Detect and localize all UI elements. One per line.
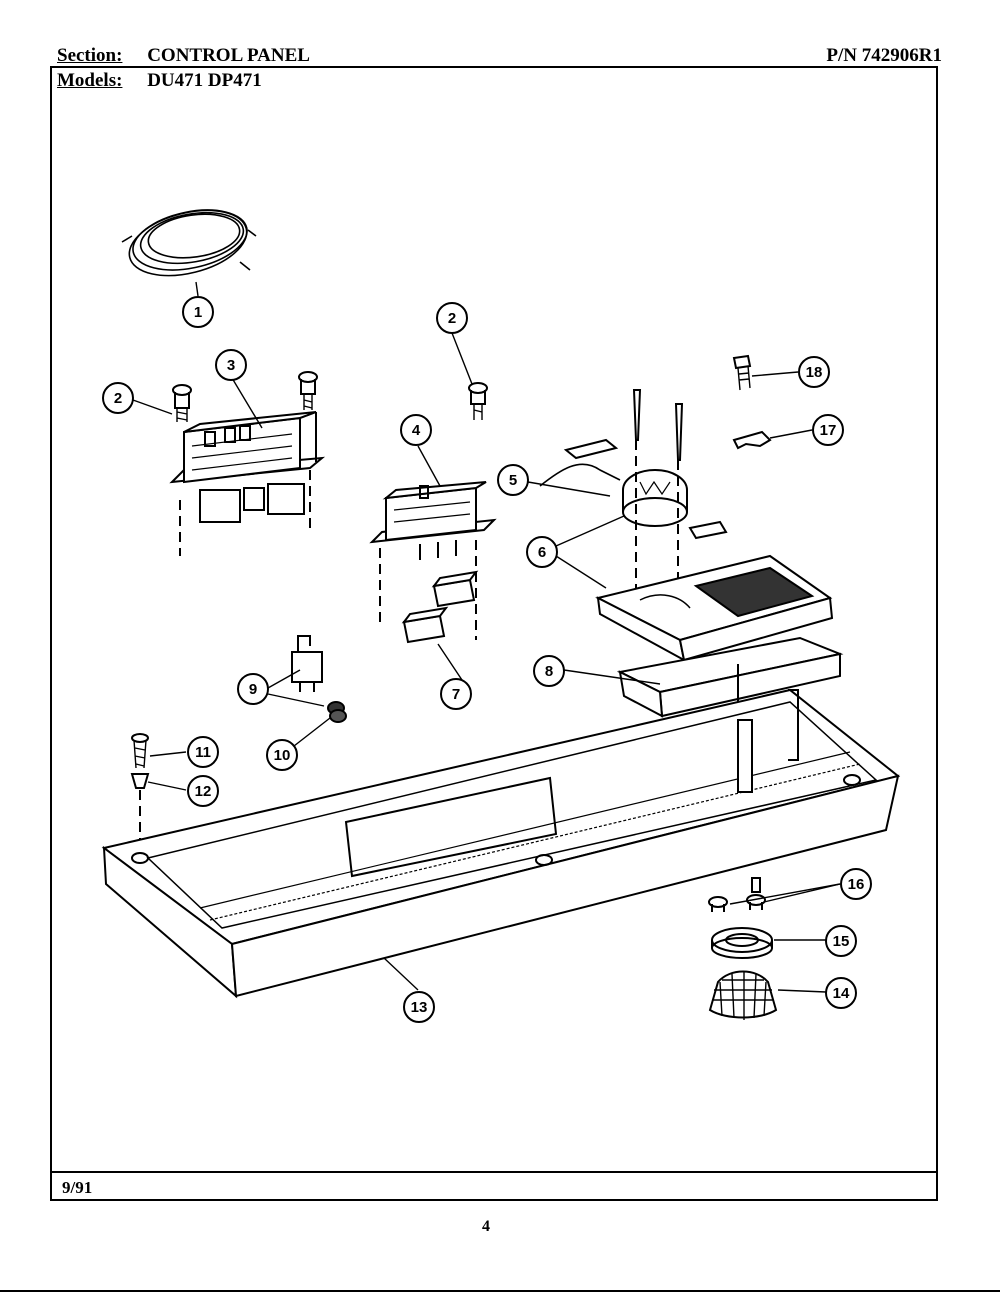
- page-number: 4: [482, 1218, 490, 1235]
- clip-17: [732, 430, 772, 450]
- knob-screws: [708, 877, 766, 912]
- svg-text:2: 2: [114, 390, 122, 407]
- callout-10: 10: [266, 739, 298, 771]
- screw-right: [298, 371, 318, 530]
- svg-text:7: 7: [452, 686, 460, 703]
- models-value: DU471 DP471: [147, 70, 262, 91]
- page-bottom-rule: [0, 1290, 1000, 1292]
- timer-housing: [595, 554, 834, 662]
- revision-date: 9/91: [62, 1178, 93, 1197]
- callout-14: 14: [825, 977, 857, 1009]
- screw-18: [732, 354, 752, 391]
- leader-lines: [132, 281, 841, 993]
- timer-motor: [539, 438, 728, 540]
- svg-text:16: 16: [848, 876, 865, 893]
- svg-text:13: 13: [411, 999, 428, 1016]
- callout-16: 16: [840, 868, 872, 900]
- callout-15: 15: [825, 925, 857, 957]
- screw-middle: [468, 382, 488, 420]
- svg-text:11: 11: [195, 744, 211, 761]
- screw-11: [131, 733, 149, 769]
- callout-9: 9: [237, 673, 269, 705]
- section-label: Section:: [57, 45, 123, 66]
- push-button-blocks: [401, 570, 479, 644]
- small-switch: [291, 635, 323, 692]
- callout-2-left: 2: [102, 382, 134, 414]
- small-spring: [327, 701, 347, 723]
- middle-switch: [369, 481, 497, 640]
- control-knob: [708, 970, 778, 1020]
- callout-13: 13: [403, 991, 435, 1023]
- wire-harness: [121, 209, 257, 277]
- callout-12: 12: [187, 775, 219, 807]
- svg-text:10: 10: [274, 747, 291, 764]
- callout-11: 11: [187, 736, 219, 768]
- svg-text:4: 4: [412, 422, 421, 439]
- callout-8: 8: [533, 655, 565, 687]
- screw-left: [172, 384, 192, 556]
- control-console: [101, 688, 901, 999]
- footer-divider: [50, 1171, 938, 1173]
- svg-text:15: 15: [833, 933, 850, 950]
- callout-2-middle: 2: [436, 302, 468, 334]
- control-panel-bracket: [616, 636, 844, 718]
- svg-text:2: 2: [448, 310, 456, 327]
- part-number: P/N 742906R1: [826, 45, 942, 66]
- svg-text:17: 17: [820, 422, 837, 439]
- models-heading: Models: DU471 DP471: [57, 70, 262, 92]
- callout-6: 6: [526, 536, 558, 568]
- svg-text:12: 12: [195, 783, 212, 800]
- section-heading: Section: CONTROL PANEL: [57, 45, 310, 67]
- svg-text:5: 5: [509, 472, 517, 489]
- svg-text:3: 3: [227, 357, 235, 374]
- knob-insert: [711, 927, 773, 959]
- diagram-frame: [50, 66, 938, 1201]
- section-value: CONTROL PANEL: [147, 45, 310, 66]
- callout-7: 7: [440, 678, 472, 710]
- callout-1: 1: [182, 296, 214, 328]
- callout-17: 17: [812, 414, 844, 446]
- switch-assembly: [169, 411, 326, 523]
- callout-5: 5: [497, 464, 529, 496]
- grommet-12: [130, 773, 150, 840]
- models-label: Models:: [57, 70, 123, 91]
- callout-18: 18: [798, 356, 830, 388]
- callout-3: 3: [215, 349, 247, 381]
- svg-text:6: 6: [538, 544, 546, 561]
- svg-text:8: 8: [545, 663, 553, 680]
- callout-4: 4: [400, 414, 432, 446]
- svg-text:18: 18: [806, 364, 823, 381]
- svg-text:9: 9: [249, 681, 257, 698]
- svg-text:14: 14: [833, 985, 850, 1002]
- svg-text:1: 1: [194, 304, 202, 321]
